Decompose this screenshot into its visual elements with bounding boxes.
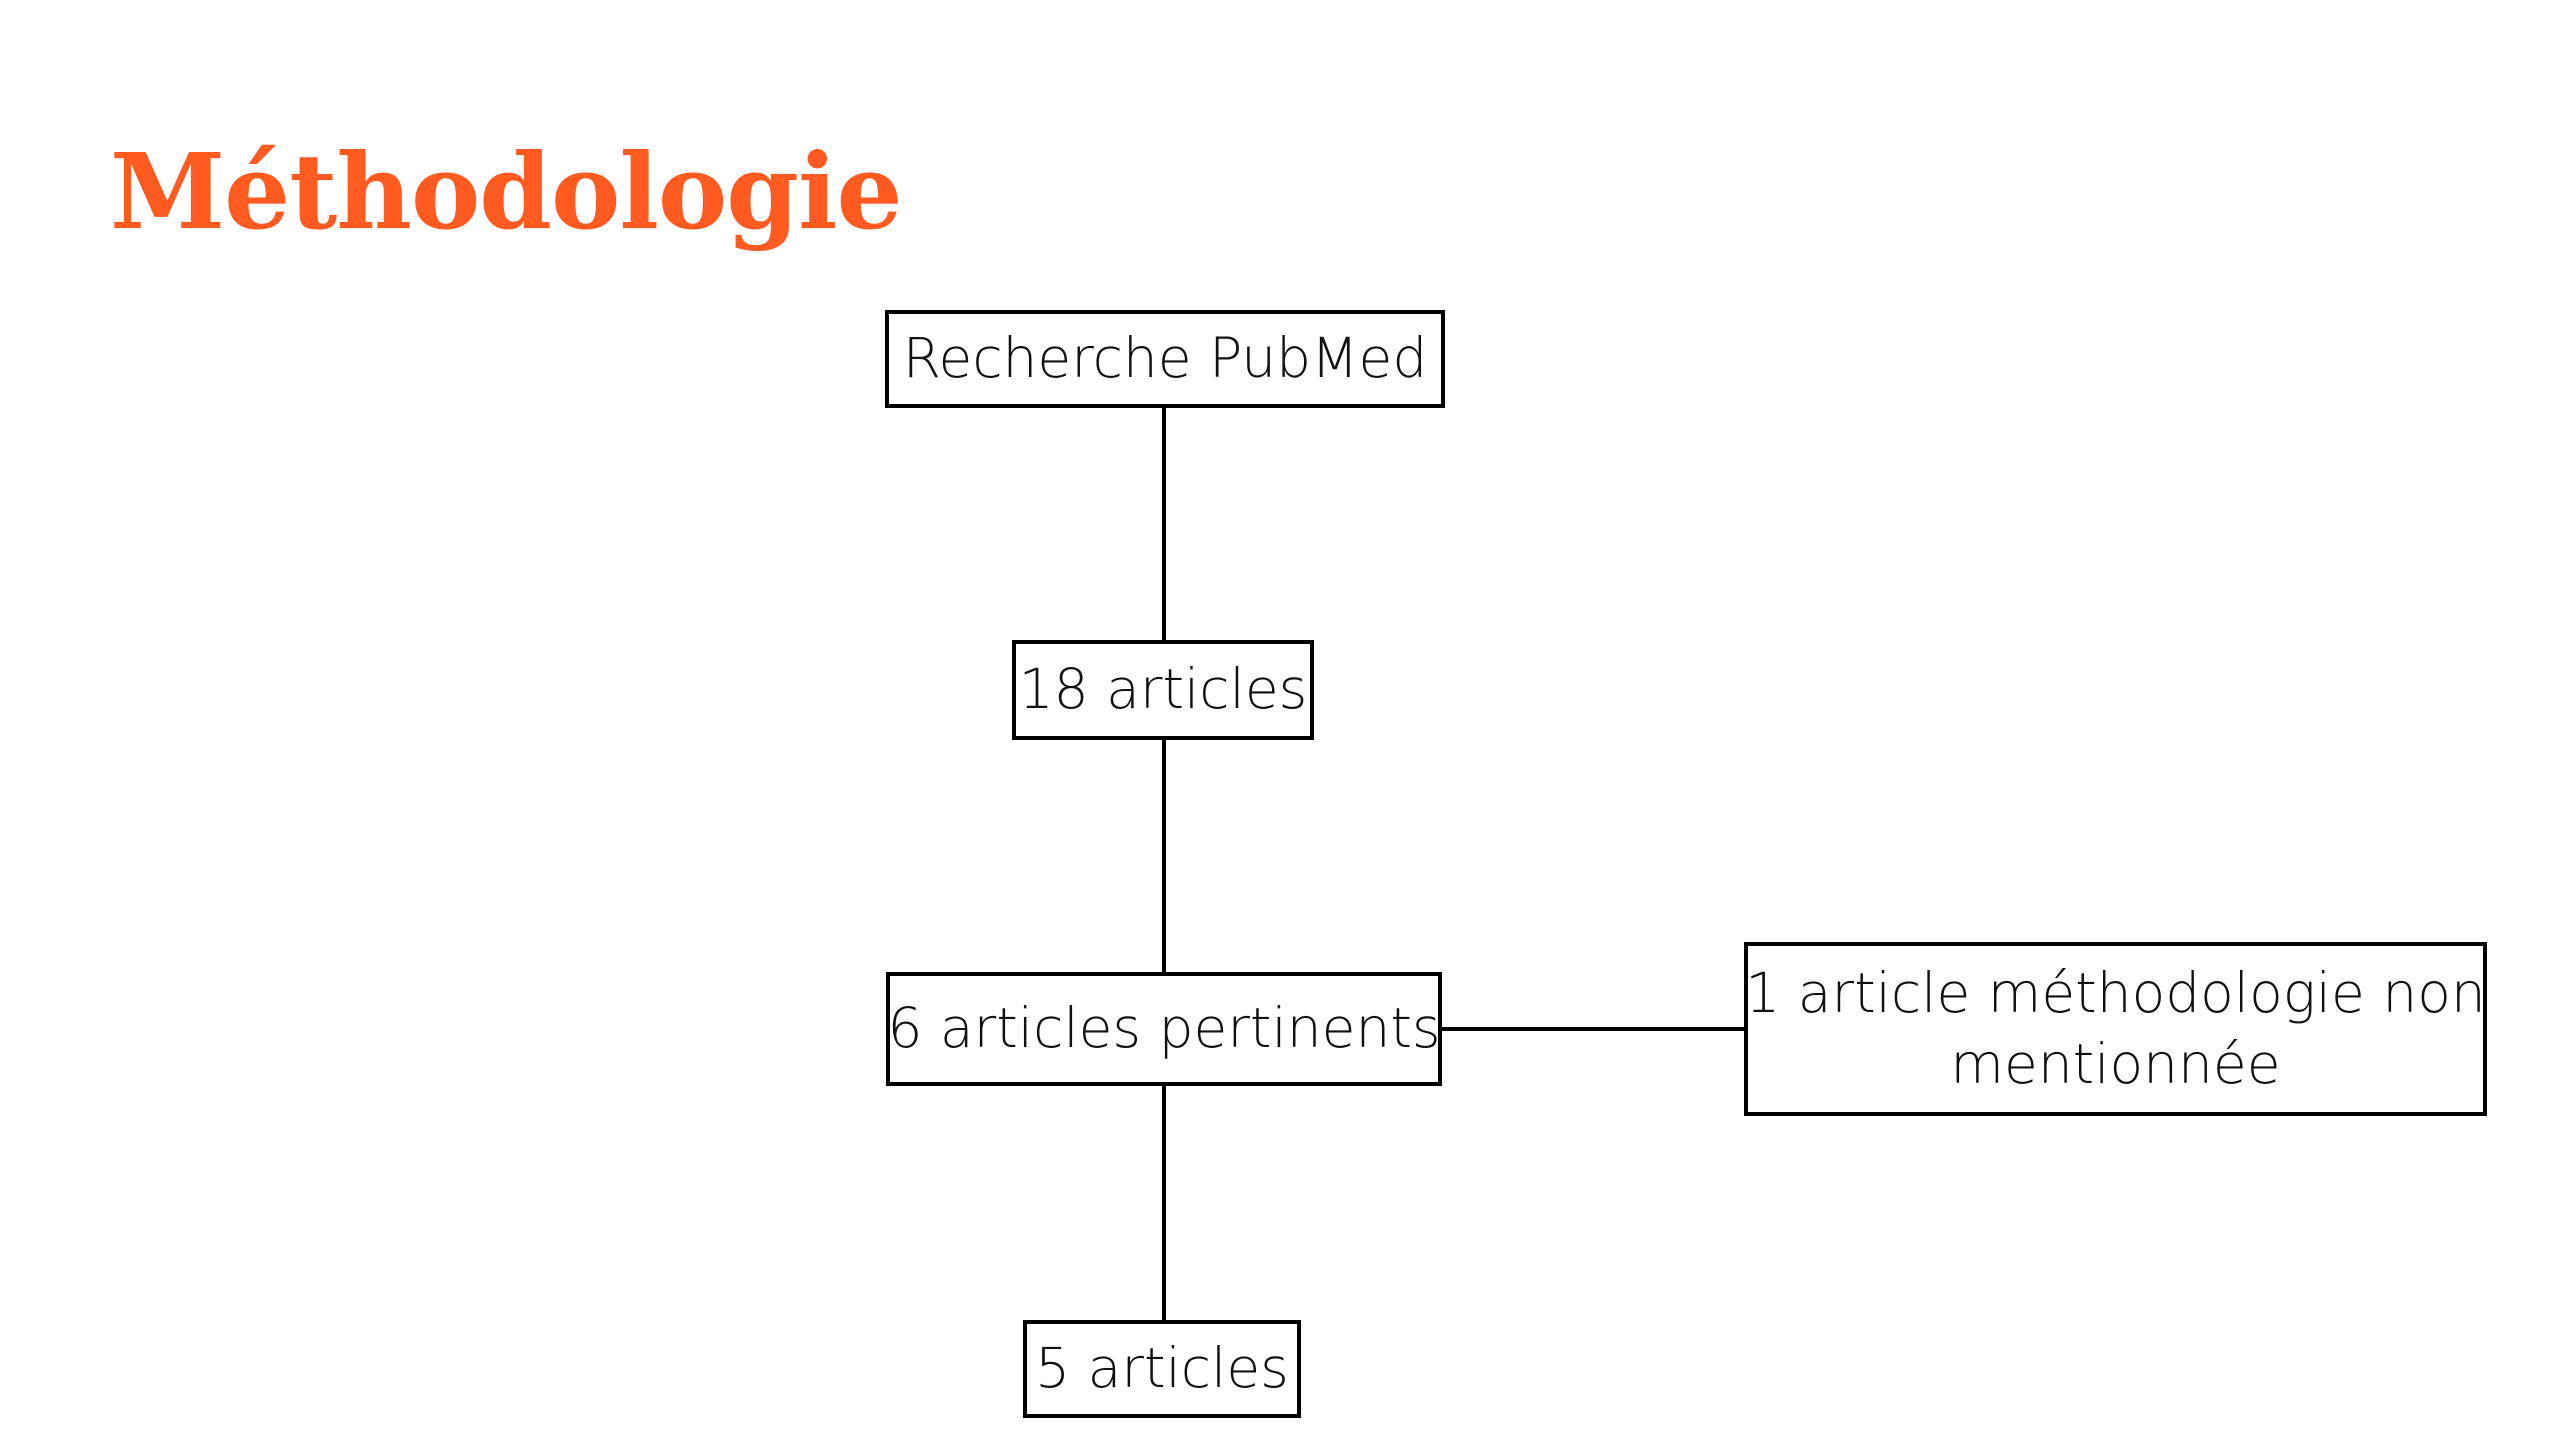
node-relevant-articles: 6 articles pertinents [886, 972, 1442, 1086]
node-18-articles-label: 18 articles [1018, 657, 1308, 722]
node-pubmed-search-label: Recherche PubMed [902, 326, 1428, 391]
connector-relevant-to-excluded [1441, 1027, 1746, 1031]
node-excluded-article-line2: mentionnée [1950, 1032, 2281, 1096]
node-final-articles-label: 5 articles [1035, 1336, 1289, 1401]
node-relevant-articles-label: 6 articles pertinents [887, 996, 1441, 1061]
node-18-articles: 18 articles [1012, 640, 1314, 740]
node-excluded-article-line1: 1 article méthodologie non [1745, 960, 2486, 1025]
connector-relevant-to-final [1162, 1086, 1166, 1324]
node-pubmed-search: Recherche PubMed [885, 310, 1445, 408]
node-final-articles: 5 articles [1023, 1320, 1301, 1418]
connector-found-to-relevant [1162, 738, 1166, 974]
node-excluded-article: 1 article méthodologie non mentionnée [1744, 942, 2487, 1116]
slide-title: Méthodologie [110, 130, 903, 253]
connector-search-to-found [1162, 404, 1166, 644]
